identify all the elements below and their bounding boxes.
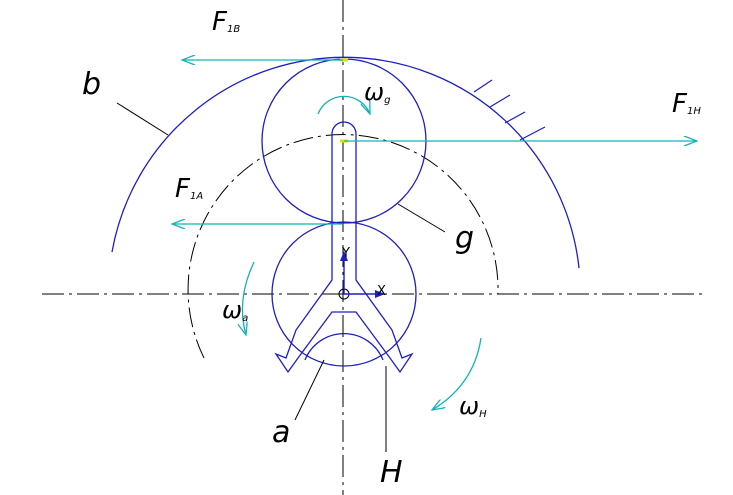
label-omega-h-sub: H	[479, 409, 487, 420]
label-f1a: F1A	[175, 174, 203, 204]
leader-line-g	[397, 203, 446, 233]
label-f1a-main: F	[175, 174, 191, 204]
sun-gear-a	[271, 221, 417, 367]
leader-line-b	[116, 102, 169, 136]
label-b: b	[82, 67, 101, 102]
carrier-arm-h	[274, 121, 414, 374]
label-omega-a-main: ω	[222, 296, 242, 324]
label-omega-g-main: ω	[364, 78, 384, 106]
label-h: H	[380, 455, 403, 490]
label-omega-a: ωa	[222, 296, 248, 324]
carrier-pitch-circle	[187, 134, 499, 359]
x-axis-label: X	[377, 284, 386, 299]
label-omega-h-main: ω	[459, 392, 479, 420]
label-f1h: F1H	[672, 89, 701, 119]
label-a: a	[272, 415, 290, 450]
label-omega-h: ωH	[459, 392, 487, 420]
omega-a-rotation-arrow	[242, 261, 255, 335]
label-g: g	[455, 221, 474, 256]
label-f1h-main: F	[672, 89, 688, 119]
label-f1h-sub: 1H	[687, 106, 701, 117]
label-omega-g-sub: g	[384, 95, 390, 106]
central-disk	[304, 333, 384, 361]
label-f1b: F1B	[212, 7, 240, 37]
label-omega-a-sub: a	[242, 313, 248, 324]
label-f1b-main: F	[212, 7, 228, 37]
omega-g-rotation-arrow	[317, 95, 370, 114]
ring-fixed-hatching	[473, 79, 546, 141]
ring-gear-b	[111, 56, 580, 269]
label-omega-g: ωg	[364, 78, 390, 106]
leader-line-a	[294, 359, 325, 421]
omega-h-rotation-arrow	[432, 337, 482, 410]
label-f1b-sub: 1B	[227, 24, 240, 35]
label-f1a-sub: 1A	[190, 191, 203, 202]
y-axis-label: Y	[341, 246, 350, 261]
